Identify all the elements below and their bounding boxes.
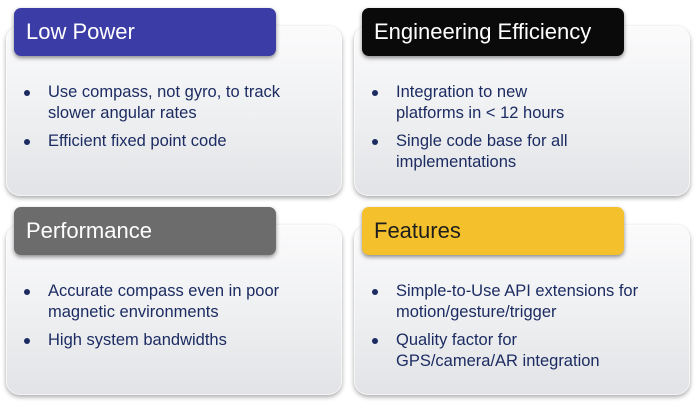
list-item-text: Quality factor for GPS/camera/AR integra… (396, 331, 600, 370)
list-item-text: Integration to new platforms in < 12 hou… (396, 83, 565, 122)
list-item: Simple-to-Use API extensions for motion/… (372, 281, 641, 323)
panel-title: Low Power (26, 19, 135, 44)
panel-header-low-power: Low Power (14, 8, 276, 56)
bullet-icon (372, 139, 378, 145)
list-item-text: Accurate compass even in poor magnetic e… (48, 282, 280, 321)
bullet-icon (24, 90, 30, 96)
bullet-icon (24, 338, 30, 344)
list-item-text: Use compass, not gyro, to track slower a… (48, 83, 281, 122)
list-item: Use compass, not gyro, to track slower a… (24, 82, 318, 124)
panel-header-features: Features (362, 207, 624, 255)
bullet-list: Simple-to-Use API extensions for motion/… (372, 281, 641, 379)
bullet-icon (24, 289, 30, 295)
panel-features: Features Simple-to-Use API extensions fo… (354, 207, 690, 395)
list-item: Efficient fixed point code (24, 131, 318, 152)
bullet-list: Integration to new platforms in < 12 hou… (372, 82, 586, 180)
bullet-list: Accurate compass even in poor magnetic e… (24, 281, 318, 358)
list-item: Integration to new platforms in < 12 hou… (372, 82, 586, 124)
panel-header-engineering-efficiency: Engineering Efficiency (362, 8, 624, 56)
list-item: Accurate compass even in poor magnetic e… (24, 281, 318, 323)
list-item-text: Efficient fixed point code (48, 132, 227, 150)
list-item-text: Simple-to-Use API extensions for motion/… (396, 282, 639, 321)
list-item: Single code base for all implementations (372, 131, 586, 173)
bullet-icon (372, 289, 378, 295)
bullet-icon (372, 338, 378, 344)
panel-low-power: Low Power Use compass, not gyro, to trac… (6, 8, 342, 196)
panel-header-performance: Performance (14, 207, 276, 255)
panel-title: Engineering Efficiency (374, 19, 592, 44)
bullet-icon (24, 139, 30, 145)
bullet-list: Use compass, not gyro, to track slower a… (24, 82, 318, 159)
bullet-icon (372, 90, 378, 96)
list-item: High system bandwidths (24, 330, 318, 351)
panel-title: Features (374, 218, 461, 243)
list-item-text: High system bandwidths (48, 331, 227, 349)
list-item-text: Single code base for all implementations (396, 132, 568, 171)
panel-performance: Performance Accurate compass even in poo… (6, 207, 342, 395)
list-item: Quality factor for GPS/camera/AR integra… (372, 330, 641, 372)
panel-title: Performance (26, 218, 152, 243)
panel-engineering-efficiency: Engineering Efficiency Integration to ne… (354, 8, 690, 196)
